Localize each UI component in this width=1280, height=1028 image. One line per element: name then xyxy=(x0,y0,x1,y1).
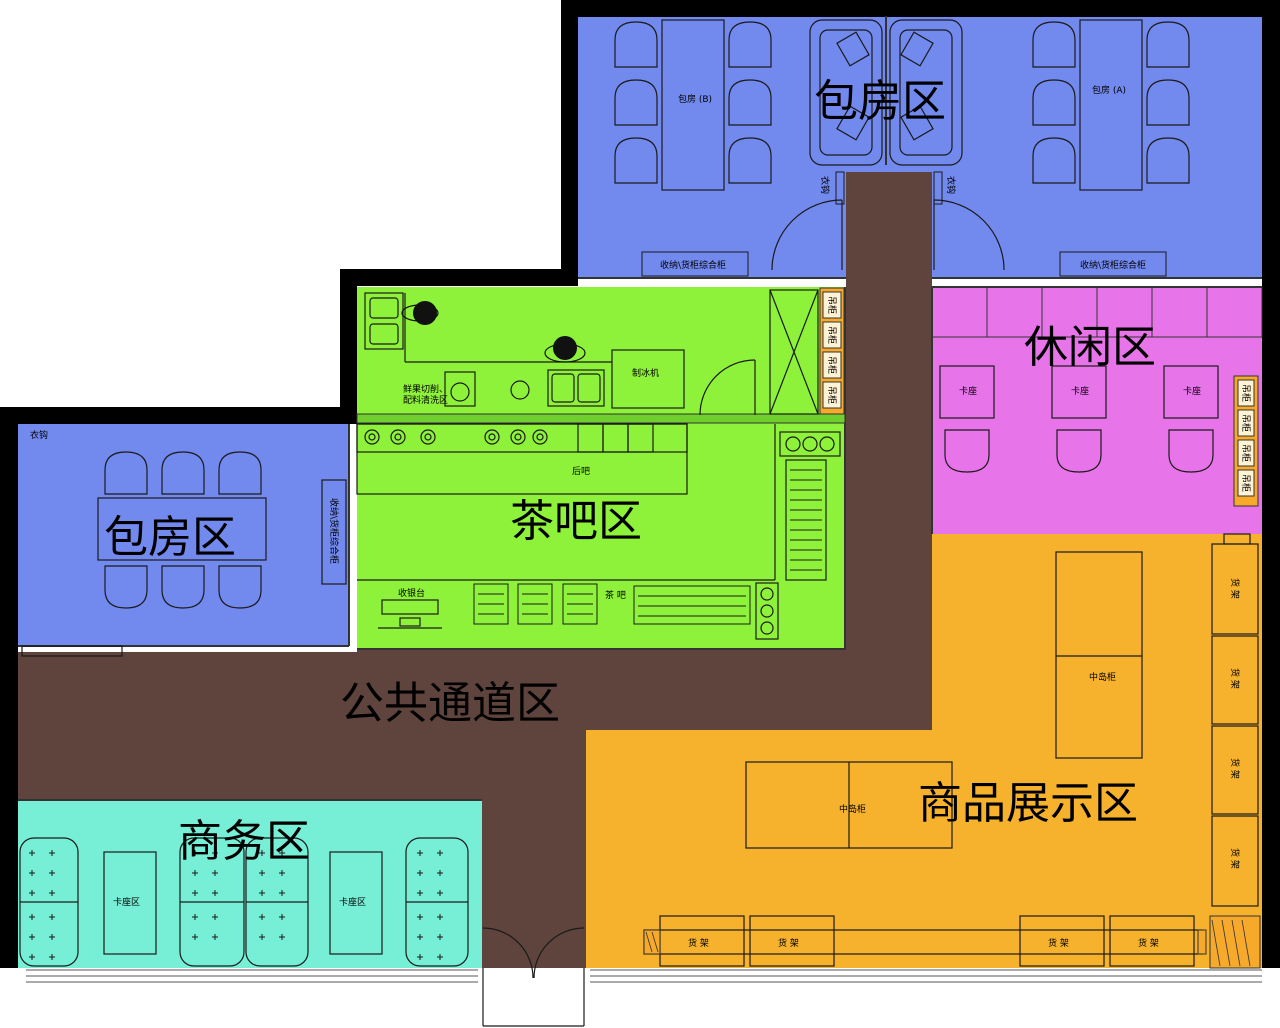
cashier-label: 收银台 xyxy=(398,587,425,599)
coat-hook-left xyxy=(835,171,845,205)
island-cabinet-label-2: 中岛柜 xyxy=(839,803,866,815)
svg-text:货 架: 货 架 xyxy=(1229,578,1241,599)
tea-bar-divider-strip xyxy=(356,413,846,424)
zone-corridor xyxy=(18,172,932,968)
svg-text:吊柜: 吊柜 xyxy=(1240,474,1252,492)
fruit-wash-label-2: 配料清洗区 xyxy=(403,394,448,406)
svg-text:吊柜: 吊柜 xyxy=(826,356,838,374)
booth-label-3: 卡座 xyxy=(1183,385,1201,397)
zone-private-room-left xyxy=(18,424,349,646)
svg-text:吊柜: 吊柜 xyxy=(1240,444,1252,462)
storage-cabinet-left xyxy=(641,251,749,277)
booth-label-2: 卡座 xyxy=(1071,385,1089,397)
left-room-furniture xyxy=(21,451,347,657)
coat-hook-right-label: 衣钩 xyxy=(945,176,957,194)
zone-private-room-left-label: 包房区 xyxy=(104,512,236,563)
svg-text:货 架: 货 架 xyxy=(1229,668,1241,689)
shelf-label-2: 货 架 xyxy=(778,937,799,949)
entrance-doors[interactable] xyxy=(482,927,585,1027)
back-bar-label: 后吧 xyxy=(572,466,590,477)
booth-area-label-2: 卡座区 xyxy=(339,896,366,908)
zone-private-room-top-label: 包房区 xyxy=(814,76,946,127)
svg-text:吊柜: 吊柜 xyxy=(1240,414,1252,432)
zone-tea-bar xyxy=(357,287,845,649)
svg-text:吊柜: 吊柜 xyxy=(826,326,838,344)
room-b-label: 包房 (B) xyxy=(678,93,712,105)
room-b-furniture xyxy=(614,19,772,191)
top-room-doors[interactable] xyxy=(771,199,1005,271)
coat-hook-right xyxy=(933,171,943,205)
leisure-booths xyxy=(939,365,1219,473)
tea-bar-hanging-cabinets xyxy=(819,287,845,415)
svg-text:吊柜: 吊柜 xyxy=(826,386,838,404)
tea-bar-counter-label: 茶 吧 xyxy=(605,589,626,601)
business-booths xyxy=(19,837,469,967)
zone-leisure-label: 休闲区 xyxy=(1024,322,1156,373)
zone-tea-bar-label: 茶吧区 xyxy=(510,496,642,547)
shelf-label-3: 货 架 xyxy=(1048,937,1069,949)
zone-display xyxy=(586,534,1262,968)
svg-text:货 架: 货 架 xyxy=(1229,848,1241,869)
storage-cabinet-left-label: 收纳\货柜综合柜 xyxy=(660,259,726,271)
shelf-label-1: 货 架 xyxy=(688,937,709,949)
storage-cabinet-vertical-label: 收纳\货柜综合柜 xyxy=(328,498,340,564)
leisure-hanging-cabinet-labels: 吊柜 吊柜 吊柜 吊柜 xyxy=(1240,384,1252,492)
display-hatches xyxy=(643,915,1261,969)
svg-text:吊柜: 吊柜 xyxy=(1240,384,1252,402)
svg-text:货 架: 货 架 xyxy=(1229,758,1241,779)
storage-cabinet-right xyxy=(1059,251,1167,277)
room-a-label: 包房 (A) xyxy=(1092,84,1126,96)
walls xyxy=(0,0,1280,968)
tea-bar-hanging-cabinet-labels: 吊柜 吊柜 吊柜 吊柜 xyxy=(826,296,838,404)
svg-text:吊柜: 吊柜 xyxy=(826,296,838,314)
leisure-wall-cabinets xyxy=(931,286,1263,338)
zone-business xyxy=(18,800,482,968)
zone-corridor-label: 公共通道区 xyxy=(340,678,560,729)
booth-label-1: 卡座 xyxy=(959,385,977,397)
shelf-labels-vertical: 货 架 货 架 货 架 货 架 xyxy=(1229,578,1241,869)
counter-grids xyxy=(473,469,822,625)
display-fixtures xyxy=(643,533,1259,967)
leisure-hanging-cabinets xyxy=(1233,375,1259,507)
fruit-wash-label: 鲜果切削、 xyxy=(403,383,448,395)
display-hatch-lines xyxy=(645,919,1251,967)
shelf-label-4: 货 架 xyxy=(1138,937,1159,949)
tea-bar-fixtures xyxy=(356,289,841,640)
booth-cushion-pattern xyxy=(29,850,443,960)
zone-business-label: 商务区 xyxy=(178,816,310,867)
ice-maker-label: 制冰机 xyxy=(632,367,659,379)
bottom-window xyxy=(26,969,1262,983)
zone-display-label: 商品展示区 xyxy=(918,778,1138,829)
sofa-set xyxy=(809,19,963,166)
booth-area-label-1: 卡座区 xyxy=(113,896,140,908)
room-a-furniture xyxy=(1032,19,1190,191)
storage-cabinet-right-label: 收纳\货柜综合柜 xyxy=(1080,259,1146,271)
staff-figures xyxy=(401,301,586,363)
island-cabinet-label-1: 中岛柜 xyxy=(1089,671,1116,683)
coat-hook-left-room-label: 衣钩 xyxy=(30,429,48,441)
coat-hook-left-label: 衣钩 xyxy=(819,176,831,194)
